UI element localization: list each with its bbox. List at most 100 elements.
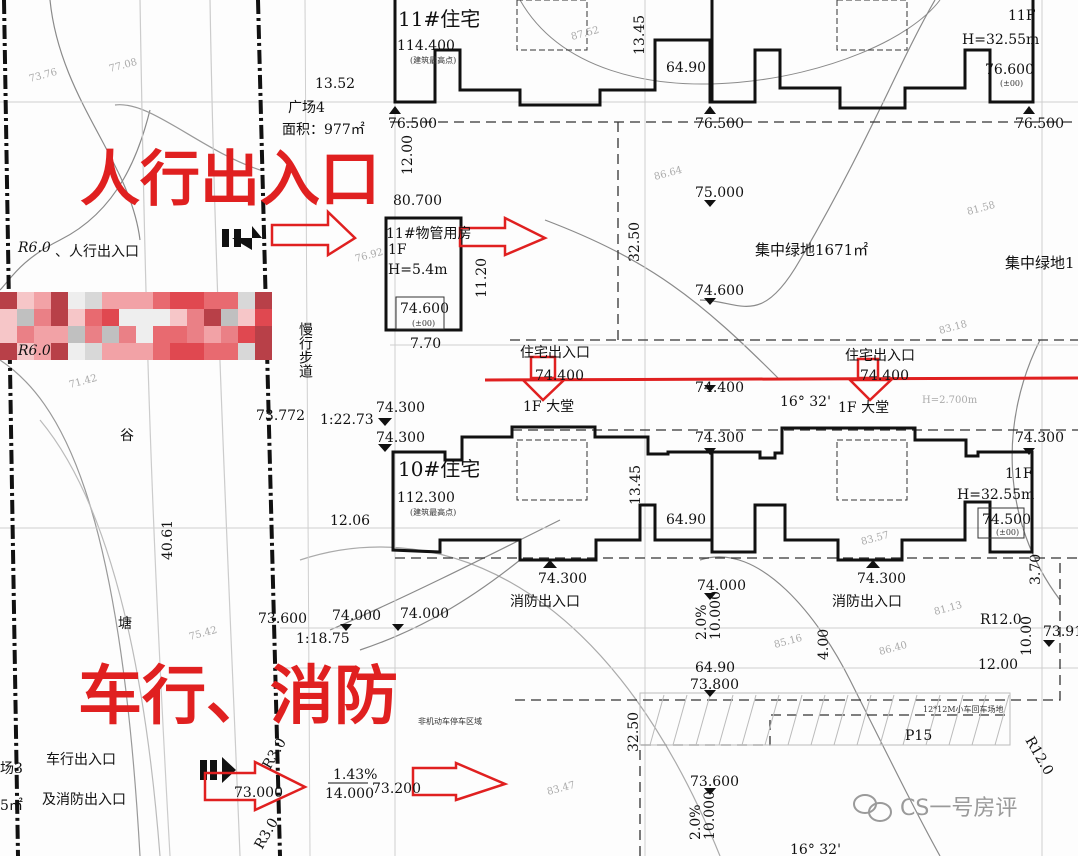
elev-label: 73.772	[256, 408, 305, 424]
mgmt-zero: (±00)	[412, 319, 435, 328]
parking-stall-line	[764, 694, 780, 746]
building-10-outline	[391, 425, 1034, 562]
elev-label: 74.300	[1015, 430, 1064, 446]
parking-stalls	[639, 692, 1011, 746]
building-11-name: 11#住宅	[398, 7, 480, 31]
lobby-label: 1F 大堂	[838, 400, 889, 416]
elev-label: 74.400	[860, 368, 909, 384]
plaza-name: 广场4	[288, 100, 325, 116]
angle-label: 16° 32'	[780, 394, 831, 410]
ramp-slope: 1:18.75	[296, 631, 350, 647]
pixel-block	[153, 309, 170, 326]
pixel-block	[119, 326, 136, 343]
slope-length: 10.000	[708, 591, 724, 640]
pixel-block	[204, 292, 221, 309]
spot-height: 71.42	[68, 373, 99, 391]
elev-label: 74.600	[695, 283, 744, 299]
pixel-block	[102, 326, 119, 343]
elev-label: 73.800	[690, 677, 739, 693]
elev-label: 73.600	[690, 774, 739, 790]
parking-stall-line	[649, 694, 665, 746]
pixel-block	[204, 343, 221, 360]
building-11-zero: (±00)	[1000, 79, 1023, 88]
slow-walkway-label: 慢行步道	[297, 321, 313, 379]
spot-height: 83.47	[546, 780, 577, 798]
building-11-top-elev: 114.400	[397, 38, 455, 54]
pixel-block	[68, 292, 85, 309]
pixel-block	[51, 309, 68, 326]
pedestrian-entrance-label: 、人行出入口	[55, 244, 139, 260]
plaza-dim: 13.52	[315, 76, 355, 92]
parking-stall-line	[787, 694, 803, 746]
mgmt-dim-w: 7.70	[410, 336, 441, 352]
elev-label: 76.500	[388, 116, 437, 132]
elev-label: 73.200	[372, 781, 421, 797]
building-10-floor-elev: 74.500	[982, 512, 1031, 528]
radius-label: R6.0	[17, 240, 51, 256]
pixel-block	[0, 326, 17, 343]
pixel-block	[221, 343, 238, 360]
pixel-block	[170, 343, 187, 360]
elev-label: 74.000	[332, 608, 381, 624]
pixel-block	[221, 292, 238, 309]
road-boundaries	[2, 0, 282, 856]
pixel-block	[204, 326, 221, 343]
parking-stall-line	[718, 694, 734, 746]
green-area-label: 集中绿地1671㎡	[755, 241, 868, 259]
pixel-block	[221, 326, 238, 343]
pond-char: 塘	[118, 616, 132, 632]
fire-entrance-label: 消防出入口	[832, 594, 902, 610]
pixel-block	[17, 292, 34, 309]
angle-label: 16° 32'	[790, 842, 841, 856]
parking-stall-line	[879, 694, 895, 746]
height-note: H=2.700m	[922, 395, 978, 406]
wechat-icon	[853, 794, 892, 822]
red-arrow-pedestrian-2	[458, 215, 548, 257]
pixel-block	[238, 326, 255, 343]
radius-label: R3.0	[260, 736, 290, 772]
spot-height: 87.52	[570, 25, 601, 43]
slope-length: 14.000	[325, 786, 374, 802]
valley-char: 谷	[120, 428, 134, 444]
pixel-block	[102, 292, 119, 309]
building-11-dim: 64.90	[666, 60, 706, 76]
residential-entrance-label: 住宅出入口	[845, 348, 915, 364]
red-section-line	[484, 376, 1078, 382]
pixel-block	[85, 292, 102, 309]
pixel-block	[204, 309, 221, 326]
parking-stall-line	[695, 694, 711, 746]
building-10-top-note: (建筑最高点)	[410, 507, 456, 517]
plaza-3-area: 5㎡	[0, 798, 23, 814]
plaza-3-label: 场3	[0, 761, 23, 777]
pixel-block	[255, 326, 272, 343]
pixel-block	[85, 326, 102, 343]
elev-label: 74.000	[400, 606, 449, 622]
building-11-height: H=32.55m	[962, 32, 1039, 48]
pixel-block	[255, 309, 272, 326]
slope-length: 10.000	[702, 791, 718, 840]
parking-count: P15	[905, 728, 932, 744]
pixel-block	[68, 309, 85, 326]
pixel-block	[136, 292, 153, 309]
pixel-block	[136, 326, 153, 343]
pixel-block	[85, 309, 102, 326]
pixel-block	[221, 309, 238, 326]
parking-stall-lines	[649, 694, 1010, 746]
parking-stall-line	[741, 694, 757, 746]
annotation-pedestrian-entrance: 人行出入口	[80, 145, 380, 215]
building-11-depth: 13.45	[632, 15, 648, 55]
mgmt-floor-elev: 74.600	[400, 301, 449, 317]
pixel-block	[68, 326, 85, 343]
green-area-label-2: 集中绿地1	[1005, 254, 1075, 272]
pixel-block	[102, 343, 119, 360]
spot-height: 76.92	[354, 247, 385, 265]
bike-parking-label: 非机动车停车区域	[418, 716, 482, 726]
parking-stall-line	[810, 694, 826, 746]
pixel-block	[34, 292, 51, 309]
spot-height: 83.57	[860, 530, 891, 548]
elev-label: 74.400	[535, 368, 584, 384]
pixel-block	[170, 309, 187, 326]
watermark-text: CS一号房评	[900, 796, 1017, 821]
